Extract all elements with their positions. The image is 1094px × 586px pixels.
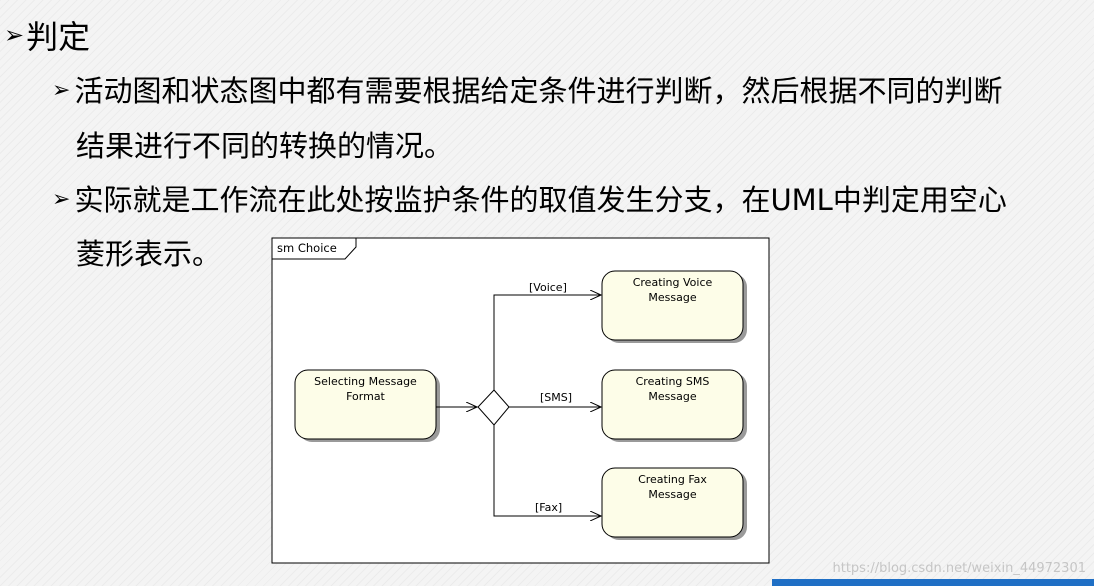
state-creating-sms-message: Creating SMS Message (601, 369, 744, 440)
state-fax-label-2: Message (648, 488, 696, 501)
arrow-bullet-icon: ➢ (52, 78, 71, 104)
bullet-2: ➢ 实际就是工作流在此处按监护条件的取值发生分支，在UML中判定用空心 (52, 183, 1007, 218)
arrow-bullet-icon: ➢ (4, 21, 25, 49)
transition-fax (493, 425, 601, 516)
state-machine-diagram: sm Choice Selecting Message Format Creat… (271, 237, 770, 564)
guard-fax: [Fax] (535, 501, 562, 514)
heading-text: 判定 (26, 18, 91, 56)
state-selecting-message-format: Selecting Message Format (294, 369, 437, 440)
state-source-label-1: Selecting Message (314, 375, 417, 388)
state-creating-voice-message: Creating Voice Message (601, 270, 744, 341)
bullet-2-line-1: 实际就是工作流在此处按监护条件的取值发生分支，在UML中判定用空心 (74, 183, 1007, 217)
arrow-bullet-icon: ➢ (52, 187, 71, 213)
footer-accent-bar (772, 579, 1094, 586)
bullet-1: ➢ 活动图和状态图中都有需要根据给定条件进行判断，然后根据不同的判断 (52, 74, 1002, 109)
guard-sms: [SMS] (540, 391, 572, 404)
section-heading: ➢ 判定 (4, 12, 90, 58)
state-source-label-2: Format (346, 390, 385, 403)
frame-label: sm Choice (277, 241, 337, 255)
transition-voice (493, 295, 601, 390)
state-sms-label-2: Message (648, 390, 696, 403)
bullet-2-line-2: 菱形表示。 (76, 237, 222, 271)
frame-label-tab (271, 237, 357, 260)
state-creating-fax-message: Creating Fax Message (601, 467, 744, 538)
state-sms-label-1: Creating SMS (636, 375, 710, 388)
guard-voice: [Voice] (529, 281, 567, 294)
bullet-1-line-1: 活动图和状态图中都有需要根据给定条件进行判断，然后根据不同的判断 (74, 74, 1003, 108)
watermark: https://blog.csdn.net/weixin_44972301 (832, 561, 1086, 576)
state-voice-label-2: Message (648, 291, 696, 304)
state-voice-label-1: Creating Voice (633, 276, 713, 289)
state-fax-label-1: Creating Fax (638, 473, 707, 486)
bullet-1-continuation: 结果进行不同的转换的情况。 (76, 129, 453, 164)
bullet-1-line-2: 结果进行不同的转换的情况。 (76, 129, 454, 163)
bullet-2-continuation: 菱形表示。 (76, 237, 221, 272)
